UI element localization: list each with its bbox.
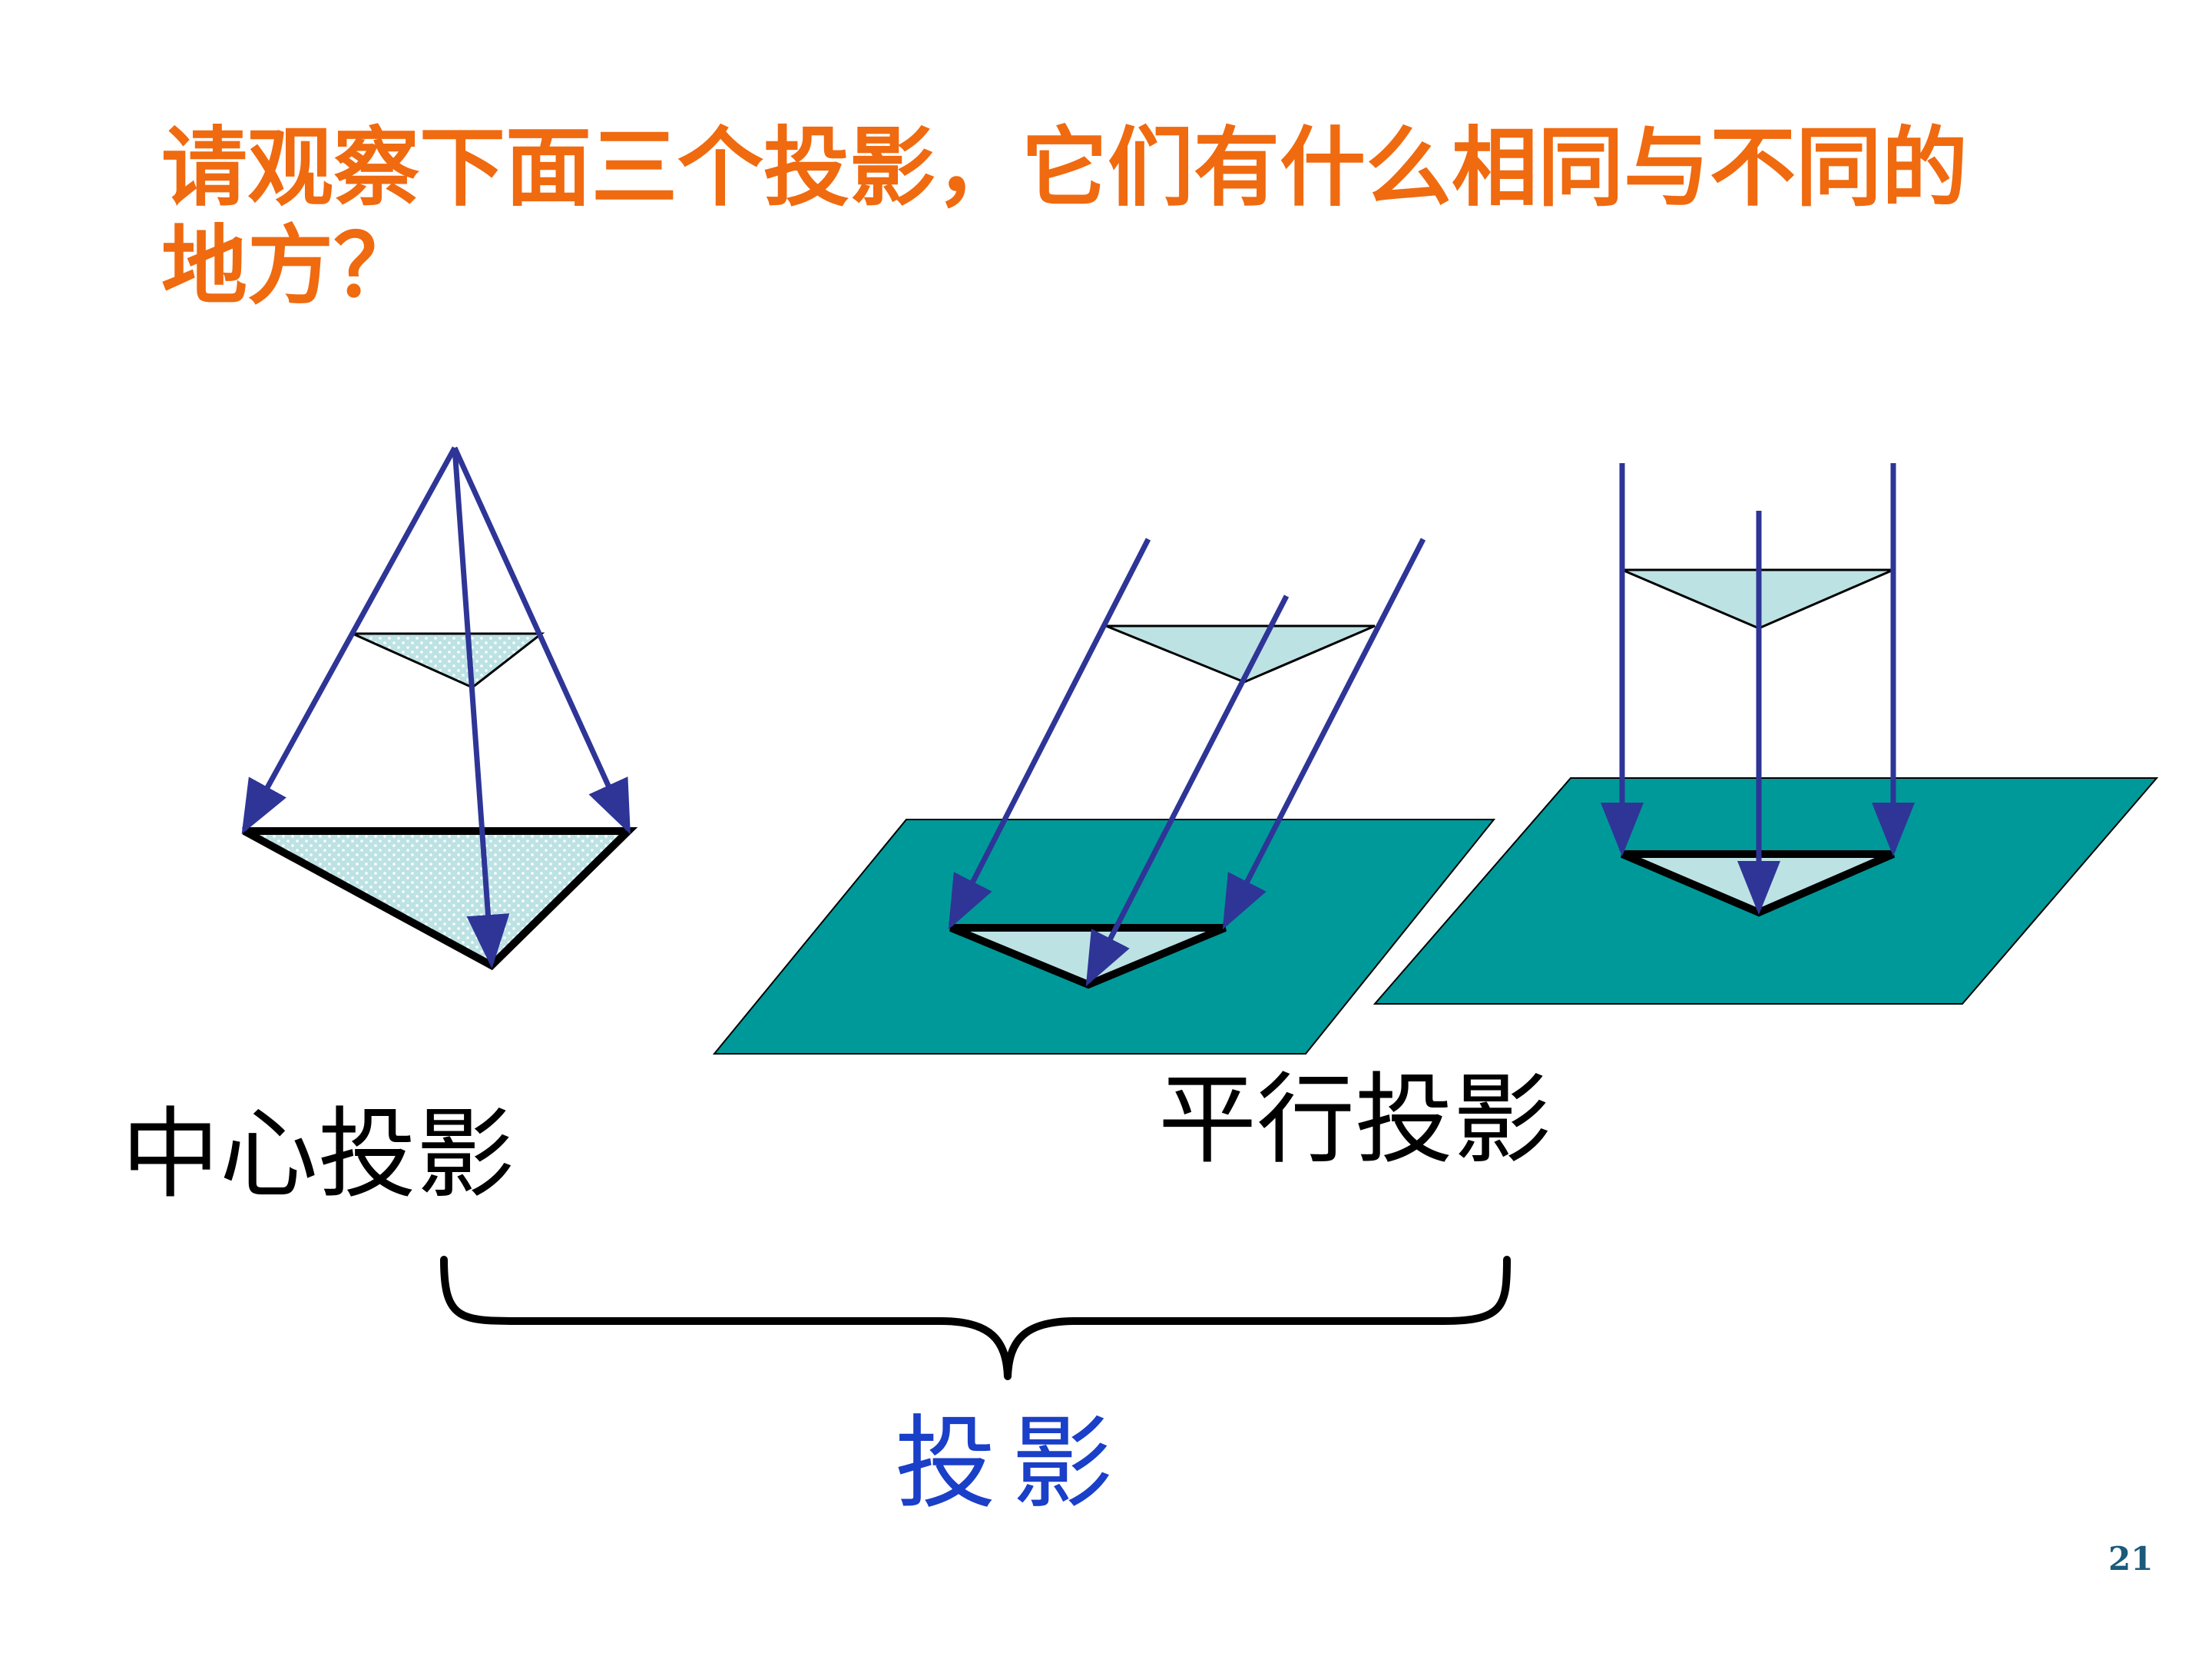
orthographic-projection-figure xyxy=(1373,463,2159,1005)
central-ray-right xyxy=(452,446,631,835)
question-text: 请观察下面三个投影，它们有什么相同与不同的 地方？ xyxy=(161,119,2081,316)
central-ray-left xyxy=(241,446,458,835)
central-projection-figure xyxy=(241,446,638,971)
oblique-ray-middle xyxy=(1085,594,1290,987)
oblique-object-triangle xyxy=(1105,624,1376,684)
question-line-2: 地方？ xyxy=(161,216,419,316)
projection-label: 投影 xyxy=(895,1405,1128,1523)
page-number: 21 xyxy=(2108,1540,2154,1578)
oblique-projection-figure xyxy=(712,538,1496,1055)
oblique-ray-right xyxy=(1222,538,1426,930)
parallel-projection-label: 平行投影 xyxy=(1158,1063,1552,1177)
central-projection-label: 中心投影 xyxy=(121,1098,515,1212)
central-object-triangle xyxy=(352,632,545,689)
oblique-ray-left xyxy=(948,538,1151,930)
central-shadow-triangle xyxy=(242,827,638,971)
central-ray-middle xyxy=(452,447,510,969)
grouping-brace xyxy=(440,1256,1511,1380)
question-line-1: 请观察下面三个投影，它们有什么相同与不同的 xyxy=(161,118,1968,218)
